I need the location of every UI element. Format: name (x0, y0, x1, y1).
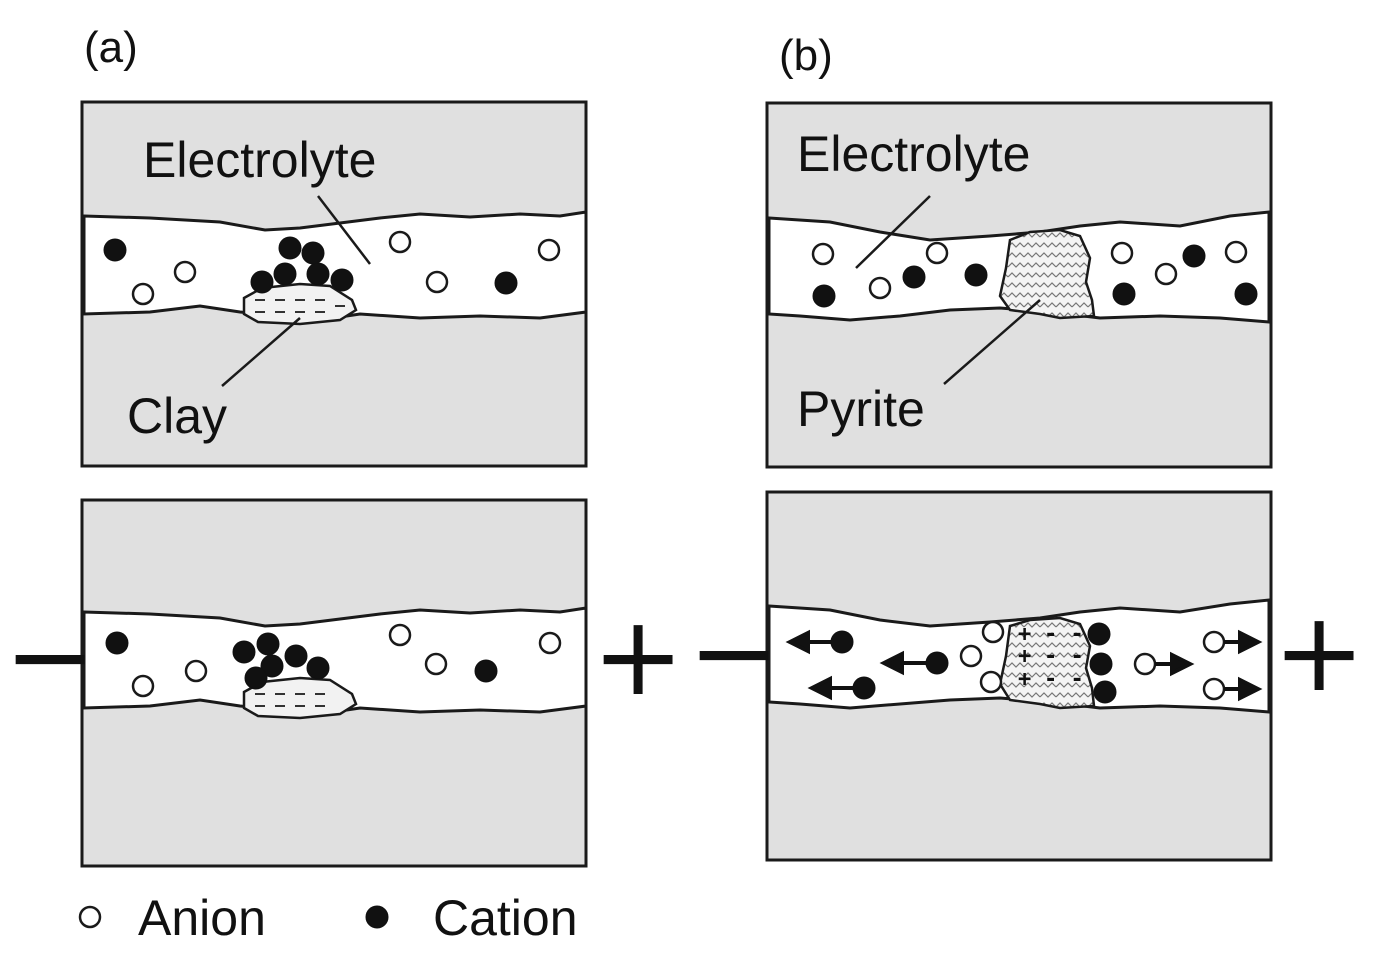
cation (284, 644, 308, 668)
svg-text:- -: - - (1044, 622, 1084, 647)
cation-moving-left (879, 650, 949, 676)
cation (1182, 244, 1206, 268)
legend-anion-symbol (78, 905, 102, 929)
leader-pyrite (943, 299, 1041, 385)
svg-text:- -: - - (1044, 644, 1084, 669)
cation (902, 265, 926, 289)
cation (1234, 282, 1258, 306)
pyrite-label: Pyrite (797, 381, 925, 437)
clay-texture (255, 299, 345, 313)
anion (981, 620, 1005, 644)
anion (388, 230, 412, 254)
cation (1087, 622, 1111, 646)
anion (424, 652, 448, 676)
cation (301, 241, 325, 265)
pyrite-grain (998, 228, 1096, 320)
anion (925, 241, 949, 265)
anion (131, 282, 155, 306)
electrolyte-label: Electrolyte (143, 132, 376, 188)
panel-b-top: Electrolyte Pyrite (765, 101, 1273, 469)
anion-moving-right (1202, 676, 1263, 702)
minus-sign-b: − (688, 588, 780, 716)
cation (105, 631, 129, 655)
cation (306, 262, 330, 286)
leader-clay (221, 317, 301, 387)
cation-moving-left (785, 629, 854, 655)
cation (964, 263, 988, 287)
leader-electrolyte (317, 195, 371, 265)
svg-text:+: + (1018, 644, 1031, 669)
anion-moving-right (1133, 651, 1195, 677)
anion (959, 644, 983, 668)
panel-a-bottom (80, 498, 588, 868)
legend-cation-label: Cation (433, 890, 578, 946)
panel-label-b: (b) (779, 31, 833, 80)
plus-sign-b: + (1273, 588, 1365, 716)
cation (494, 271, 518, 295)
anion (425, 270, 449, 294)
cation (330, 268, 354, 292)
cation (232, 640, 256, 664)
electrolyte-label: Electrolyte (797, 126, 1030, 182)
leader-electrolyte (855, 195, 931, 269)
anion (538, 631, 562, 655)
ions (785, 620, 1263, 704)
anion (184, 659, 208, 683)
panel-a-top: Electrolyte Clay (80, 100, 588, 468)
cation (244, 666, 268, 690)
legend-anion-label: Anion (138, 890, 266, 946)
cation (273, 262, 297, 286)
minus-sign-a: − (4, 592, 96, 720)
anion (388, 623, 412, 647)
cation-moving-left (807, 675, 876, 701)
legend-cation-symbol (365, 905, 389, 929)
anion (1110, 241, 1134, 265)
clay-particle (242, 676, 358, 720)
cation (306, 656, 330, 680)
clay-texture (255, 693, 325, 707)
anion (131, 674, 155, 698)
anion-moving-right (1202, 629, 1263, 655)
ions (103, 230, 561, 306)
anion (1154, 262, 1178, 286)
cation (256, 632, 280, 656)
cation (278, 236, 302, 260)
pyrite-charges: + - - + - - + - - (1018, 622, 1084, 692)
cation (103, 238, 127, 262)
cation (260, 654, 284, 678)
clay-label: Clay (127, 388, 227, 444)
ions (105, 623, 562, 698)
cation (474, 659, 498, 683)
clay-particle (242, 282, 358, 326)
anion (979, 670, 1003, 694)
pore-channel (82, 210, 588, 322)
cation (1112, 282, 1136, 306)
anion (1224, 240, 1248, 264)
pore-channel (82, 606, 588, 716)
cation (812, 284, 836, 308)
cation (250, 270, 274, 294)
ions (811, 240, 1258, 308)
plus-sign-a: + (592, 592, 684, 720)
anion (811, 242, 835, 266)
anion (537, 238, 561, 262)
svg-text:+: + (1018, 667, 1031, 692)
panel-label-a: (a) (84, 23, 138, 72)
cation (1089, 652, 1113, 676)
cation (1093, 680, 1117, 704)
legend: Anion Cation (78, 890, 578, 946)
panel-b-bottom: + - - + - - + - - (765, 490, 1273, 862)
pyrite-grain (998, 616, 1096, 710)
anion (173, 260, 197, 284)
svg-text:+: + (1018, 622, 1031, 647)
svg-text:- -: - - (1044, 667, 1084, 692)
anion (868, 276, 892, 300)
